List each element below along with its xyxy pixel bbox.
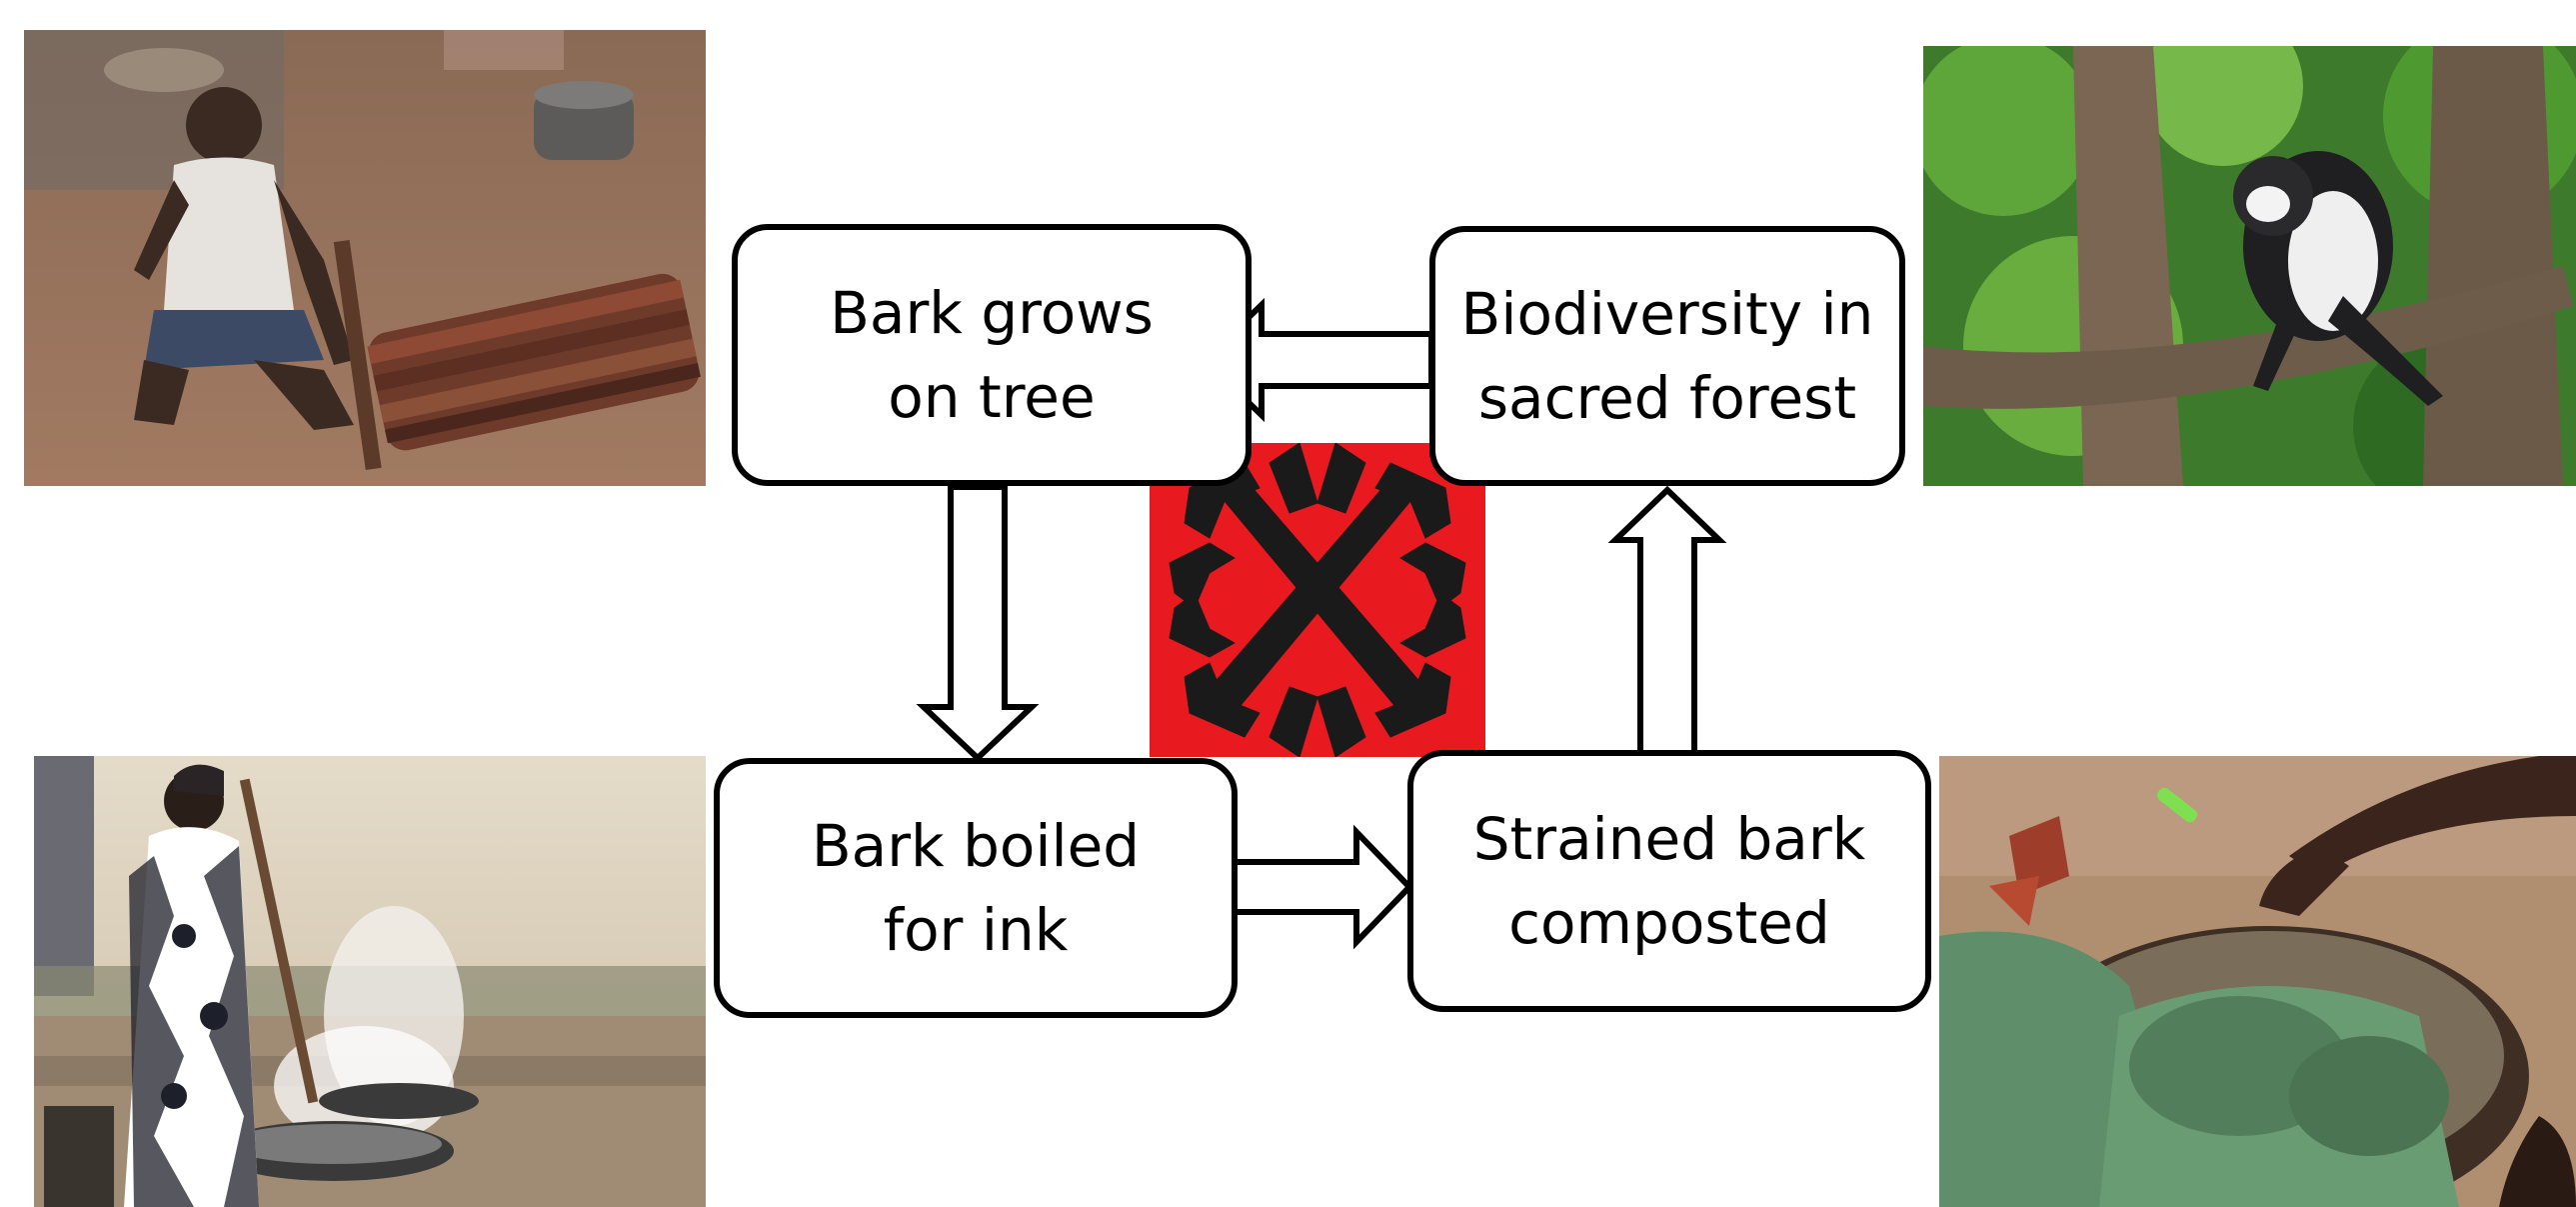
node-strained-bark: Strained bark composted bbox=[1407, 750, 1931, 1012]
node-bark-grows-label: Bark grows on tree bbox=[830, 271, 1154, 439]
arrow-grows-to-boiled bbox=[924, 487, 1032, 758]
node-bark-grows: Bark grows on tree bbox=[732, 224, 1252, 486]
arrow-strained-to-biodiversity bbox=[1615, 490, 1719, 755]
arrow-boiled-to-strained bbox=[1235, 832, 1409, 942]
node-bark-boiled-label: Bark boiled for ink bbox=[812, 804, 1140, 972]
node-biodiversity: Biodiversity in sacred forest bbox=[1429, 226, 1905, 486]
node-biodiversity-label: Biodiversity in sacred forest bbox=[1461, 272, 1874, 440]
node-bark-boiled: Bark boiled for ink bbox=[714, 758, 1238, 1018]
node-strained-bark-label: Strained bark composted bbox=[1473, 797, 1866, 965]
